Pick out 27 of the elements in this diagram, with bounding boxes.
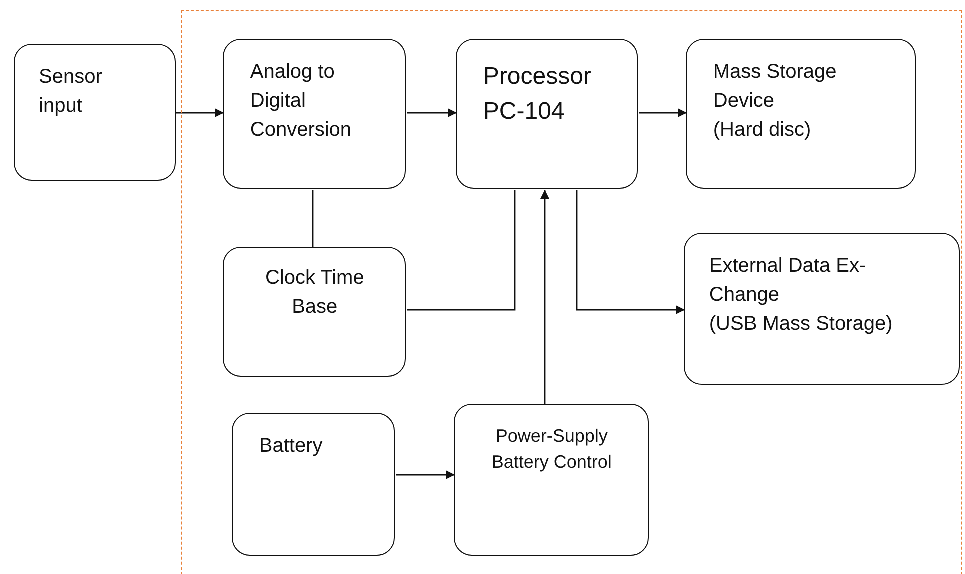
process-box	[684, 233, 960, 386]
process-box	[232, 413, 396, 556]
process-box	[456, 39, 638, 190]
arrow	[639, 108, 687, 118]
arrow	[396, 470, 455, 480]
box-label: (Hard disc)	[713, 118, 812, 144]
box-label: Mass Storage Device	[713, 60, 838, 114]
box-label: Power-Supply Battery Control	[490, 425, 613, 474]
group-frame	[181, 10, 962, 574]
arrow	[407, 108, 457, 118]
process-box	[14, 44, 176, 181]
connector-line	[312, 190, 314, 248]
box-label: Sensor input	[39, 65, 104, 119]
box-label: Analog to Digital Conversion	[250, 60, 353, 144]
box-label: External Data Ex-Change	[709, 254, 868, 308]
arrow	[576, 190, 685, 314]
box-label: Battery	[259, 434, 324, 460]
box-label: Clock Time Base	[264, 266, 366, 320]
connector-line	[407, 190, 516, 311]
box-label: (USB Mass Storage)	[709, 312, 894, 338]
box-label: Processor PC-104	[483, 62, 592, 128]
process-box	[223, 39, 406, 190]
process-box	[223, 247, 406, 378]
arrow	[176, 108, 224, 118]
process-box	[686, 39, 916, 190]
arrow	[540, 190, 550, 405]
process-box	[454, 404, 650, 556]
